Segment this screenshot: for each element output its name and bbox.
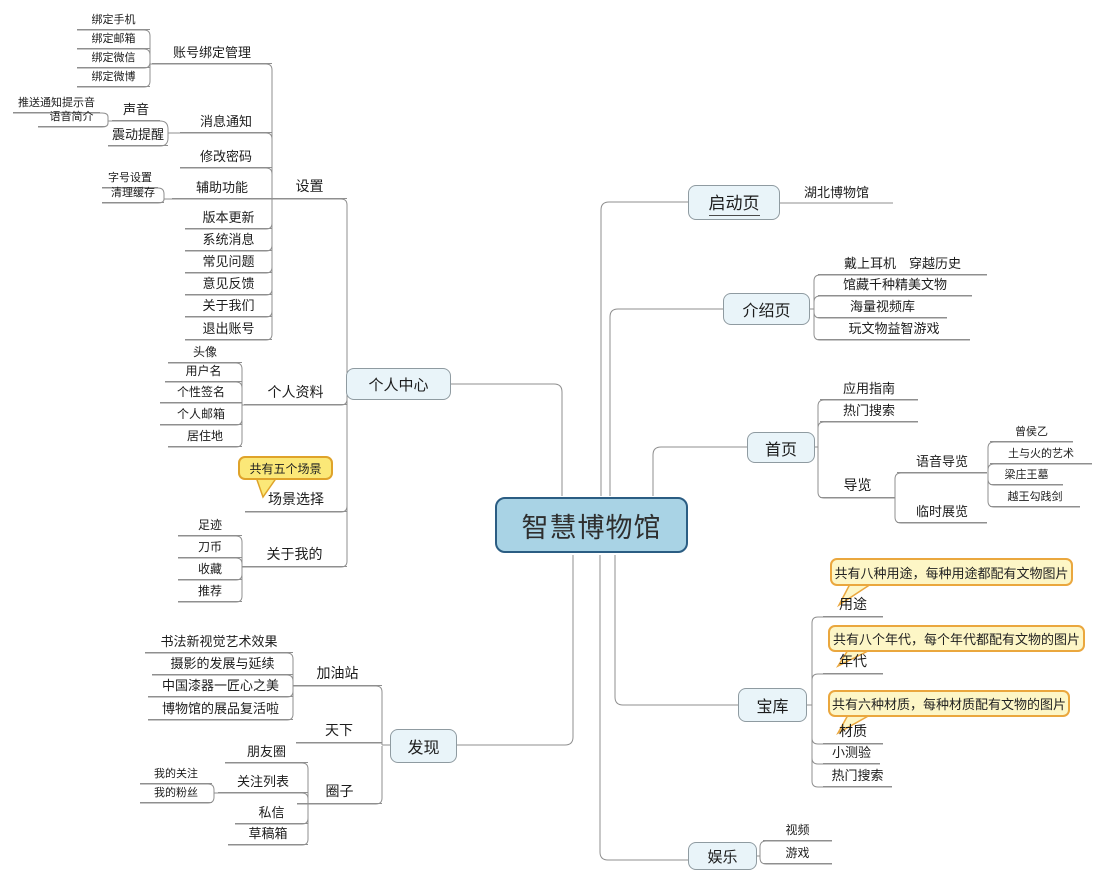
node-about-mine[interactable]: 关于我的 [242,546,347,567]
branch-discover[interactable]: 发现 [390,729,457,763]
node-footprint[interactable]: 足迹 [178,518,242,536]
central-topic[interactable]: 智慧博物馆 [495,497,688,553]
node-personal-email[interactable]: 个人邮箱 [160,407,242,425]
node-material[interactable]: 材质 [823,723,883,744]
node-calligraphy-article[interactable]: 书法新视觉艺术效果 [145,633,293,653]
node-goujian-sword[interactable]: 越王勾践剑 [990,490,1080,507]
node-hubei-museum[interactable]: 湖北博物馆 [803,186,869,201]
node-clear-cache[interactable]: 清理缓存 [102,186,164,203]
node-video[interactable]: 视频 [763,823,832,841]
node-bind-email[interactable]: 绑定邮箱 [77,32,150,49]
node-tour[interactable]: 导览 [820,477,895,498]
node-intro-collection[interactable]: 馆藏千种精美文物 [818,276,972,296]
node-app-guide[interactable]: 应用指南 [820,380,918,400]
node-circle[interactable]: 圈子 [297,783,382,804]
node-collection[interactable]: 收藏 [178,562,242,580]
node-liangzhuang-tomb[interactable]: 梁庄王墓 [990,468,1063,485]
node-font-size[interactable]: 字号设置 [102,171,158,188]
node-intro-headphones[interactable]: 戴上耳机 穿越历史 [818,255,987,275]
branch-treasury[interactable]: 宝库 [738,688,807,722]
node-system-message[interactable]: 系统消息 [185,231,272,251]
branch-personal-center[interactable]: 个人中心 [346,368,451,400]
node-recommend[interactable]: 推荐 [178,584,242,602]
node-intro-puzzle-games[interactable]: 玩文物益智游戏 [818,320,970,340]
node-change-password[interactable]: 修改密码 [180,148,272,168]
node-push-notify-sound[interactable]: 推送通知提示音 [13,96,100,113]
node-fuel-station[interactable]: 加油站 [293,665,382,686]
node-temp-exhibition[interactable]: 临时展览 [897,503,987,523]
node-world[interactable]: 天下 [296,722,382,743]
node-photography-article[interactable]: 摄影的发展与延续 [152,655,293,675]
node-username[interactable]: 用户名 [165,364,242,382]
node-game[interactable]: 游戏 [763,846,832,864]
node-lacquer-article[interactable]: 中国漆器一匠心之美 [148,677,293,697]
node-avatar[interactable]: 头像 [168,345,242,363]
node-private-message[interactable]: 私信 [235,804,308,824]
branch-home-page[interactable]: 首页 [747,432,815,463]
node-signature[interactable]: 个性签名 [160,385,242,403]
node-voice-intro[interactable]: 语音简介 [38,110,105,127]
node-intro-video-library[interactable]: 海量视频库 [818,298,947,318]
branch-intro-page[interactable]: 介绍页 [723,293,810,325]
callout-material-count[interactable]: 共有六种材质，每种材质配有文物的图片 [828,690,1070,717]
node-scene-select[interactable]: 场景选择 [245,491,347,512]
node-my-fans[interactable]: 我的粉丝 [140,786,212,803]
callout-usage-count[interactable]: 共有八种用途，每种用途都配有文物图片 [830,558,1073,586]
node-knife-coin[interactable]: 刀币 [178,540,242,558]
node-logout[interactable]: 退出账号 [185,320,272,340]
node-audio-tour[interactable]: 语音导览 [897,453,987,473]
callout-scene-count[interactable]: 共有五个场景 [238,456,333,480]
node-zenghouyi[interactable]: 曾侯乙 [990,425,1073,442]
node-account-binding[interactable]: 账号绑定管理 [152,44,272,64]
node-follow-list[interactable]: 关注列表 [218,773,308,793]
node-exhibit-revive-article[interactable]: 博物馆的展品复活啦 [148,700,293,720]
node-profile[interactable]: 个人资料 [244,384,347,405]
node-drafts[interactable]: 草稿箱 [228,825,308,845]
node-sound[interactable]: 声音 [112,101,160,121]
node-treasury-hot-search[interactable]: 热门搜索 [823,767,892,787]
node-residence[interactable]: 居住地 [168,429,242,447]
callout-era-count[interactable]: 共有八个年代，每个年代都配有文物的图片 [828,625,1085,652]
node-quiz[interactable]: 小测验 [823,744,880,764]
node-bind-weibo[interactable]: 绑定微博 [77,70,150,87]
node-feedback[interactable]: 意见反馈 [185,275,272,295]
launch-page-label: 启动页 [708,189,760,216]
node-bind-phone[interactable]: 绑定手机 [77,13,150,30]
branch-launch-page[interactable]: 启动页 [688,185,780,220]
node-home-hot-search[interactable]: 热门搜索 [820,402,918,422]
node-usage[interactable]: 用途 [823,596,883,617]
node-earth-fire-art[interactable]: 土与火的艺术 [990,447,1092,464]
node-accessibility[interactable]: 辅助功能 [172,179,272,199]
node-bind-wechat[interactable]: 绑定微信 [77,51,150,68]
node-version-update[interactable]: 版本更新 [185,209,272,229]
node-my-follow[interactable]: 我的关注 [140,767,212,784]
node-vibrate[interactable]: 震动提醒 [108,126,168,146]
node-era[interactable]: 年代 [823,653,883,674]
node-about-us[interactable]: 关于我们 [185,297,272,317]
node-moments[interactable]: 朋友圈 [225,743,308,763]
node-settings[interactable]: 设置 [272,178,347,199]
node-message-notify[interactable]: 消息通知 [180,113,272,133]
branch-entertainment[interactable]: 娱乐 [688,842,757,870]
node-faq[interactable]: 常见问题 [185,253,272,273]
